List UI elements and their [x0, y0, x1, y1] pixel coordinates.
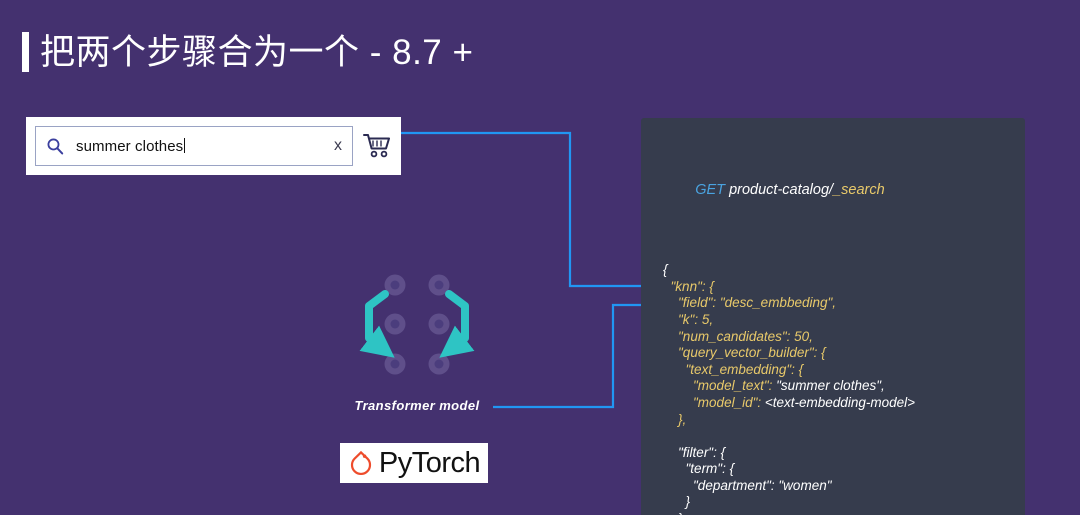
code-token: { — [663, 262, 668, 278]
shopping-cart-icon — [363, 134, 390, 158]
code-token: "query_vector_builder": { — [678, 345, 826, 361]
code-token: "filter": { — [678, 444, 726, 460]
http-method: GET — [695, 181, 726, 198]
search-icon — [47, 138, 64, 155]
code-line: "k": 5, — [663, 312, 1025, 329]
transformer-brackets-icon — [359, 274, 475, 375]
code-line: } — [663, 494, 1025, 511]
code-token: "text_embedding": { — [685, 361, 804, 377]
code-line: "term": { — [663, 461, 1025, 478]
code-token: "model_text": — [693, 378, 777, 394]
code-token: } — [685, 494, 691, 510]
code-token: "knn": { — [670, 278, 714, 294]
endpoint-path: product-catalog/ — [729, 181, 834, 198]
pytorch-logo: PyTorch — [340, 443, 488, 483]
code-line: "model_text": "summer clothes", — [663, 378, 1025, 395]
code-line: "knn": { — [663, 279, 1025, 296]
code-request-line: GET product-catalog/_search — [663, 165, 1025, 215]
code-token: } — [678, 511, 683, 515]
code-line — [663, 428, 1025, 445]
code-line: }, — [663, 412, 1025, 429]
cart-button[interactable] — [353, 133, 401, 159]
search-input[interactable]: summer clothes x — [35, 126, 353, 166]
text-caret — [184, 137, 186, 153]
code-body: { "knn": { "field": "desc_embbeding", "k… — [663, 262, 1025, 515]
code-token: "term": { — [685, 461, 735, 477]
code-line: "query_vector_builder": { — [663, 345, 1025, 362]
code-token: "k": 5, — [678, 311, 714, 327]
search-input-value: summer clothes — [76, 137, 186, 155]
pytorch-flame-icon — [350, 450, 371, 475]
code-token: }, — [678, 411, 687, 427]
code-line: "num_candidates": 50, — [663, 329, 1025, 346]
code-line: "department": "women" — [663, 478, 1025, 495]
code-panel: GET product-catalog/_search { "knn": { "… — [641, 118, 1025, 515]
transformer-model-label: Transformer model — [354, 398, 480, 413]
title-accent-bar — [22, 32, 29, 72]
code-line: "filter": { — [663, 445, 1025, 462]
code-token: "model_id": — [693, 394, 765, 410]
code-content: GET product-catalog/_search { "knn": { "… — [641, 118, 1025, 515]
page-title: 把两个步骤合为一个 - 8.7 + — [22, 24, 473, 80]
clear-search-button[interactable]: x — [334, 137, 342, 154]
code-token: "num_candidates": 50, — [678, 328, 813, 344]
code-line: "text_embedding": { — [663, 362, 1025, 379]
pytorch-logo-text: PyTorch — [378, 446, 481, 479]
code-token: "field": "desc_embbeding", — [678, 295, 837, 311]
code-token: <text-embedding-model> — [764, 394, 915, 410]
endpoint-suffix: _search — [833, 181, 885, 198]
code-line: "model_id": <text-embedding-model> — [663, 395, 1025, 412]
code-token: "summer clothes", — [776, 378, 885, 394]
code-line: } — [663, 511, 1025, 515]
code-line: { — [663, 262, 1025, 279]
code-token: "department": "women" — [693, 477, 832, 493]
search-widget[interactable]: summer clothes x — [26, 117, 401, 175]
title-text: 把两个步骤合为一个 - 8.7 + — [40, 32, 474, 72]
code-line: "field": "desc_embbeding", — [663, 295, 1025, 312]
transformer-model-graphic — [352, 272, 482, 377]
